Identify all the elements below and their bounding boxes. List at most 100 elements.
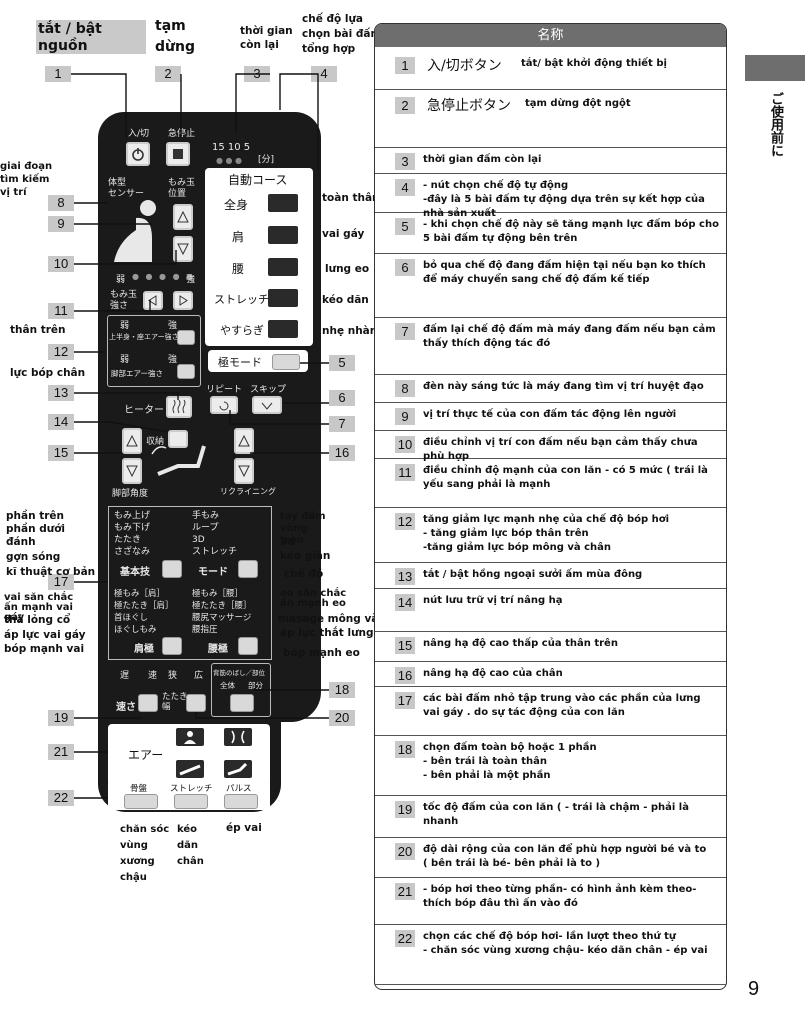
callout-7: 7 xyxy=(329,416,355,432)
heater-button[interactable] xyxy=(166,396,192,418)
leg-angle-down-button[interactable] xyxy=(122,458,142,484)
whole-label: 全体 xyxy=(220,681,235,690)
back-partial-button[interactable] xyxy=(230,694,254,712)
technique-grid xyxy=(108,506,272,660)
waist-firm-label: eo săn chắc ấn mạnh eo xyxy=(280,588,347,609)
ball-position-down-button[interactable] xyxy=(173,236,193,262)
callout-20: 20 xyxy=(329,710,355,726)
mode-item: ループ xyxy=(192,523,219,533)
waist-item: 極もみ［腰］ xyxy=(192,589,244,599)
table-row: 3 thời gian đấm còn lại xyxy=(375,147,726,174)
row-description: thời gian đấm còn lại xyxy=(423,154,542,165)
shoulder-technique-title: 肩極 xyxy=(134,644,154,655)
skip-button[interactable] xyxy=(252,396,282,414)
strength-decrease-button[interactable] xyxy=(143,291,163,310)
row-number: 13 xyxy=(395,568,415,585)
waist-squeeze-label: bóp mạnh eo xyxy=(283,647,360,659)
air-waist-button[interactable] xyxy=(224,728,252,746)
shoulder-item: 極もみ［肩］ xyxy=(114,589,166,599)
course-stretch-button[interactable] xyxy=(268,289,298,307)
air-upper-body-button[interactable] xyxy=(176,728,204,746)
weak-label: 弱 xyxy=(116,275,126,285)
stop-icon xyxy=(173,149,183,159)
course-koshi-button[interactable] xyxy=(268,258,298,276)
row-description: chọn đấm toàn bộ hoặc 1 phần - bên trái … xyxy=(423,742,597,781)
shoulder-press-label: vai săn chắc ấn mạnh vai gáy xyxy=(4,592,74,623)
leg-stretch-label: kéo dãn chân xyxy=(177,824,204,867)
mode-technique-button[interactable] xyxy=(238,560,258,578)
callout-14: 14 xyxy=(48,414,74,430)
stop-button[interactable] xyxy=(166,142,190,166)
recline-down-button[interactable] xyxy=(234,458,254,484)
air-leg-weak: 弱 xyxy=(120,355,130,365)
recline-up-button[interactable] xyxy=(234,428,254,454)
callout-6: 6 xyxy=(329,390,355,406)
repeat-icon xyxy=(219,401,229,411)
repeat-button[interactable] xyxy=(210,396,238,414)
course-kata-button[interactable] xyxy=(268,226,298,244)
stretch-button[interactable] xyxy=(174,794,208,809)
power-label-box xyxy=(36,20,146,54)
waist-item: 腰尻マッサージ xyxy=(192,613,252,623)
callout-2: 2 xyxy=(155,66,181,82)
air-leg-button-left[interactable] xyxy=(176,760,204,778)
waist-icon xyxy=(231,730,245,744)
row-description: chọn các chế độ bóp hơi- lần lượt theo t… xyxy=(423,931,708,956)
narrow-label: 狭 xyxy=(168,671,178,681)
row-description: tắt/ bật khởi động thiết bị xyxy=(521,58,667,69)
skip-icon xyxy=(261,402,273,410)
callout-19: 19 xyxy=(48,710,74,726)
pulse-button[interactable] xyxy=(224,794,258,809)
upper-body-label: thân trên xyxy=(10,324,66,336)
row-description: tốc độ đấm của con lăn ( - trái là chậm … xyxy=(423,802,689,827)
row-number: 1 xyxy=(395,57,415,74)
power-button[interactable] xyxy=(126,142,150,166)
row-description: nâng hạ độ cao thấp của thân trên xyxy=(423,638,618,649)
course-yasuragi-button[interactable] xyxy=(268,320,298,338)
speed-button[interactable] xyxy=(138,694,158,712)
air-leg-button-right[interactable] xyxy=(224,760,252,778)
callout-10: 10 xyxy=(48,256,74,272)
pelvis-button[interactable] xyxy=(124,794,158,809)
air-upper-weak: 弱 xyxy=(120,321,130,331)
air-upper-button[interactable] xyxy=(177,330,195,345)
course-zenshin-button[interactable] xyxy=(268,194,298,212)
timer-values: 15 10 5 xyxy=(212,142,251,153)
basic-technique-button[interactable] xyxy=(162,560,182,578)
waist-technique-title: 腰極 xyxy=(208,644,228,655)
row-description: tắt / bật hồng ngoại sưởi ấm mùa đông xyxy=(423,569,643,580)
leg-angle-up-button[interactable] xyxy=(122,428,142,454)
search-label: giai đoạn tìm kiếm vị trí xyxy=(0,161,53,198)
callout-12: 12 xyxy=(48,344,74,360)
strength-increase-button[interactable] xyxy=(173,291,193,310)
row-description: điều chỉnh độ mạnh của con lăn - có 5 mứ… xyxy=(423,465,708,490)
tataki-width-button[interactable] xyxy=(186,694,206,712)
power-label: tắt / bật nguồn xyxy=(38,21,102,54)
part-label: 部分 xyxy=(248,681,263,690)
waist-technique-button[interactable] xyxy=(238,637,258,655)
stretch-label: kéo dãn xyxy=(322,294,369,306)
row-number: 15 xyxy=(395,637,415,654)
callout-18: 18 xyxy=(329,682,355,698)
full-body-label: toàn thân xyxy=(322,192,380,204)
triangle-down-icon xyxy=(126,465,138,478)
timer-unit: [分] xyxy=(258,155,275,165)
ball-position-up-button[interactable] xyxy=(173,204,193,230)
storage-button[interactable] xyxy=(168,430,188,448)
chair-icon xyxy=(151,445,206,476)
kyoku-mode-button[interactable] xyxy=(272,354,300,370)
shoulder-neck-label: vai gáy xyxy=(322,228,365,240)
shoulder-technique-button[interactable] xyxy=(162,637,182,655)
row-number: 3 xyxy=(395,153,415,170)
table-row: 21- bóp hơi theo từng phần- có hình ảnh … xyxy=(375,877,726,925)
mode-technique-title: モード xyxy=(198,567,228,578)
row-number: 10 xyxy=(395,436,415,453)
air-leg-button[interactable] xyxy=(177,364,195,379)
